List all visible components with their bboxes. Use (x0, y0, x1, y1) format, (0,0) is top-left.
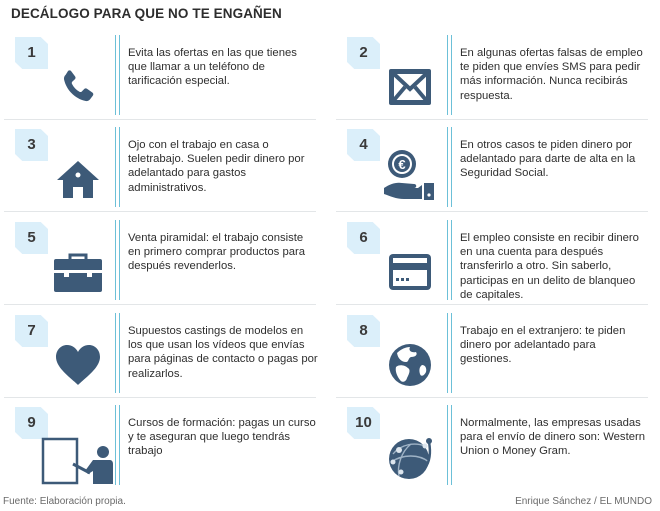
list-item: 7 Supuestos castings de modelos en los q… (4, 306, 318, 398)
phone-icon (50, 62, 106, 112)
row-separator (336, 119, 648, 120)
item-text: El empleo consiste en recibir dinero en … (460, 232, 639, 301)
divider-line (447, 405, 452, 485)
divider-line (115, 313, 120, 393)
divider-line (115, 220, 120, 300)
list-item: 10 Normalmente, las empresas usadas para… (336, 398, 648, 490)
number-badge: 7 (15, 315, 48, 347)
globe-icon (382, 340, 438, 390)
source-note: Fuente: Elaboración propia. (3, 496, 126, 507)
list-item: 3 Ojo con el trabajo en casa o teletraba… (4, 120, 316, 212)
item-text: Normalmente, las empresas usadas para el… (460, 417, 646, 458)
row-separator (4, 119, 316, 120)
divider-line (447, 35, 452, 115)
row-separator (336, 211, 648, 212)
credit-card-icon (382, 247, 438, 297)
network-globe-icon (382, 432, 438, 482)
number-badge: 5 (15, 222, 48, 254)
row-separator (4, 397, 316, 398)
page-title: DECÁLOGO PARA QUE NO TE ENGAÑEN (11, 6, 282, 21)
number-badge: 4 (347, 129, 380, 161)
number-badge: 2 (347, 37, 380, 69)
house-icon (50, 154, 106, 204)
list-item: 6 El empleo consiste en recibir dinero e… (336, 213, 648, 305)
list-item: 8 Trabajo en el extranjero: te piden din… (336, 306, 648, 398)
divider-line (115, 35, 120, 115)
number-badge: 6 (347, 222, 380, 254)
list-item: 1 Evita las ofertas en las que tienes qu… (4, 28, 316, 120)
number-badge: 10 (347, 407, 380, 439)
item-text: Evita las ofertas en las que tienes que … (128, 47, 297, 88)
teacher-board-icon (40, 436, 114, 486)
row-separator (336, 304, 648, 305)
divider-line (447, 313, 452, 393)
row-separator (4, 304, 316, 305)
divider-line (115, 405, 120, 485)
row-separator (4, 211, 316, 212)
number-badge: 3 (15, 129, 48, 161)
item-text: En otros casos te piden dinero por adela… (460, 139, 636, 180)
envelope-icon (382, 62, 438, 112)
number-badge: 1 (15, 37, 48, 69)
item-text: Ojo con el trabajo en casa o teletrabajo… (128, 139, 305, 194)
item-text: Supuestos castings de modelos en los que… (128, 325, 318, 380)
svg-text:€: € (398, 157, 405, 172)
row-separator (336, 397, 648, 398)
heart-icon (50, 340, 106, 390)
euro-hand-icon: € (382, 150, 438, 200)
list-item: 9 Cursos de formación: pagas un curso y … (4, 398, 316, 490)
number-badge: 8 (347, 315, 380, 347)
briefcase-icon (50, 247, 106, 297)
list-item: 5 Venta piramidal: el trabajo consiste e… (4, 213, 316, 305)
divider-line (447, 220, 452, 300)
item-text: En algunas ofertas falsas de empleo te p… (460, 47, 643, 102)
list-item: 2 En algunas ofertas falsas de empleo te… (336, 28, 648, 120)
item-text: Venta piramidal: el trabajo consiste en … (128, 232, 306, 273)
divider-line (447, 127, 452, 207)
credit-note: Enrique Sánchez / EL MUNDO (515, 496, 652, 507)
divider-line (115, 127, 120, 207)
item-text: Trabajo en el extranjero: te piden diner… (460, 325, 626, 366)
list-item: 4 € En otros casos te piden dinero por a… (336, 120, 648, 212)
number-badge: 9 (15, 407, 48, 439)
item-text: Cursos de formación: pagas un curso y te… (128, 417, 316, 458)
